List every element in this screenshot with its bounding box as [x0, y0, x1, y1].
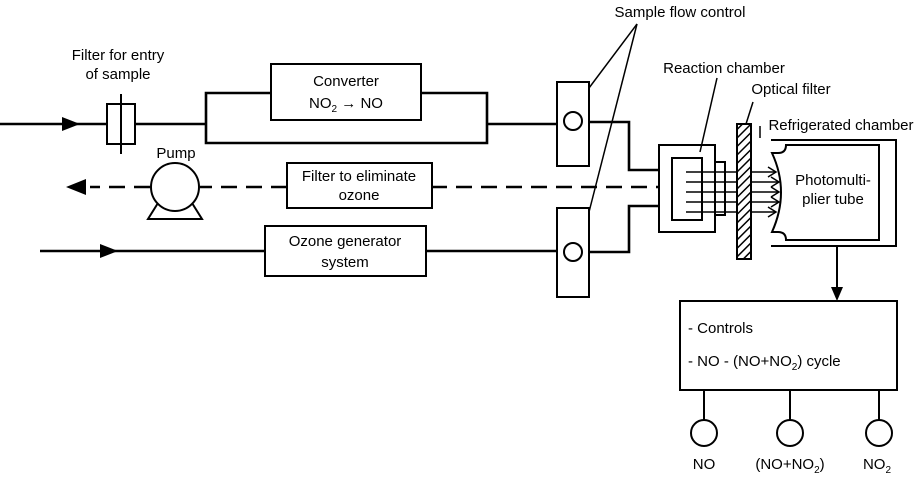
flow-control-top	[556, 81, 590, 167]
pump-label: Pump	[156, 145, 195, 162]
controls-label: - Controls	[688, 320, 753, 337]
sample-inlet-line	[0, 117, 206, 131]
output-no: NO	[690, 390, 718, 473]
sample-flow-arrow	[62, 117, 80, 131]
cycle-label: - NO - (NO+NO2) cycle	[688, 353, 841, 373]
output-sum-label: (NO+NO2)	[755, 456, 824, 476]
ozone-gen-label-1: Ozone generator	[289, 233, 402, 250]
ozone-filter-label-1: Filter to eliminate	[302, 168, 416, 185]
ozone-filter-label-2: ozone	[339, 187, 380, 204]
filter-entry-label-2: of sample	[85, 66, 150, 83]
sample-flow-control-label: Sample flow control	[615, 4, 746, 21]
ozone-flow-arrow	[100, 244, 118, 258]
leader-reaction	[699, 77, 718, 153]
output-sum: (NO+NO2)	[755, 390, 825, 476]
exhaust-arrow	[66, 179, 86, 195]
exhaust-line	[66, 179, 672, 195]
pump	[146, 162, 204, 220]
ozone-filter-box: Filter to eliminate ozone	[286, 162, 433, 209]
pmt-label-2: plier tube	[802, 191, 864, 208]
reaction-chamber	[658, 77, 726, 233]
ozone-gen-label-2: system	[321, 254, 369, 271]
converter-loop	[204, 91, 557, 145]
leader-flow-top	[588, 23, 638, 89]
output-no-label: NO	[693, 456, 716, 473]
reaction-chamber-label: Reaction chamber	[663, 60, 785, 77]
light-arrows	[686, 166, 781, 218]
converter-box: Converter NO2 → NO	[270, 63, 422, 121]
flow-control-bottom	[556, 207, 590, 298]
optical-filter-label: Optical filter	[751, 81, 830, 98]
controls-box: - Controls - NO - (NO+NO2) cycle	[679, 300, 898, 391]
leader-flow-bottom	[588, 23, 638, 213]
output-no2-label: NO2	[863, 456, 892, 476]
output-no2: NO2	[863, 390, 893, 476]
ozone-generator-box: Ozone generator system	[264, 225, 427, 277]
refrigerated-chamber: Photomulti- plier tube	[770, 139, 897, 247]
leader-optical	[745, 101, 754, 125]
optical-filter	[736, 123, 752, 260]
converter-label: Converter	[313, 73, 379, 90]
pmt-label-1: Photomulti-	[795, 172, 871, 189]
refrigerated-chamber-label: Refrigerated chamber	[768, 117, 913, 134]
signal-arrow	[831, 287, 843, 301]
filter-entry-label-1: Filter for entry	[72, 47, 165, 64]
entry-filter	[106, 94, 136, 154]
ozone-line	[40, 244, 557, 258]
converter-reaction: NO2 → NO	[309, 95, 383, 115]
